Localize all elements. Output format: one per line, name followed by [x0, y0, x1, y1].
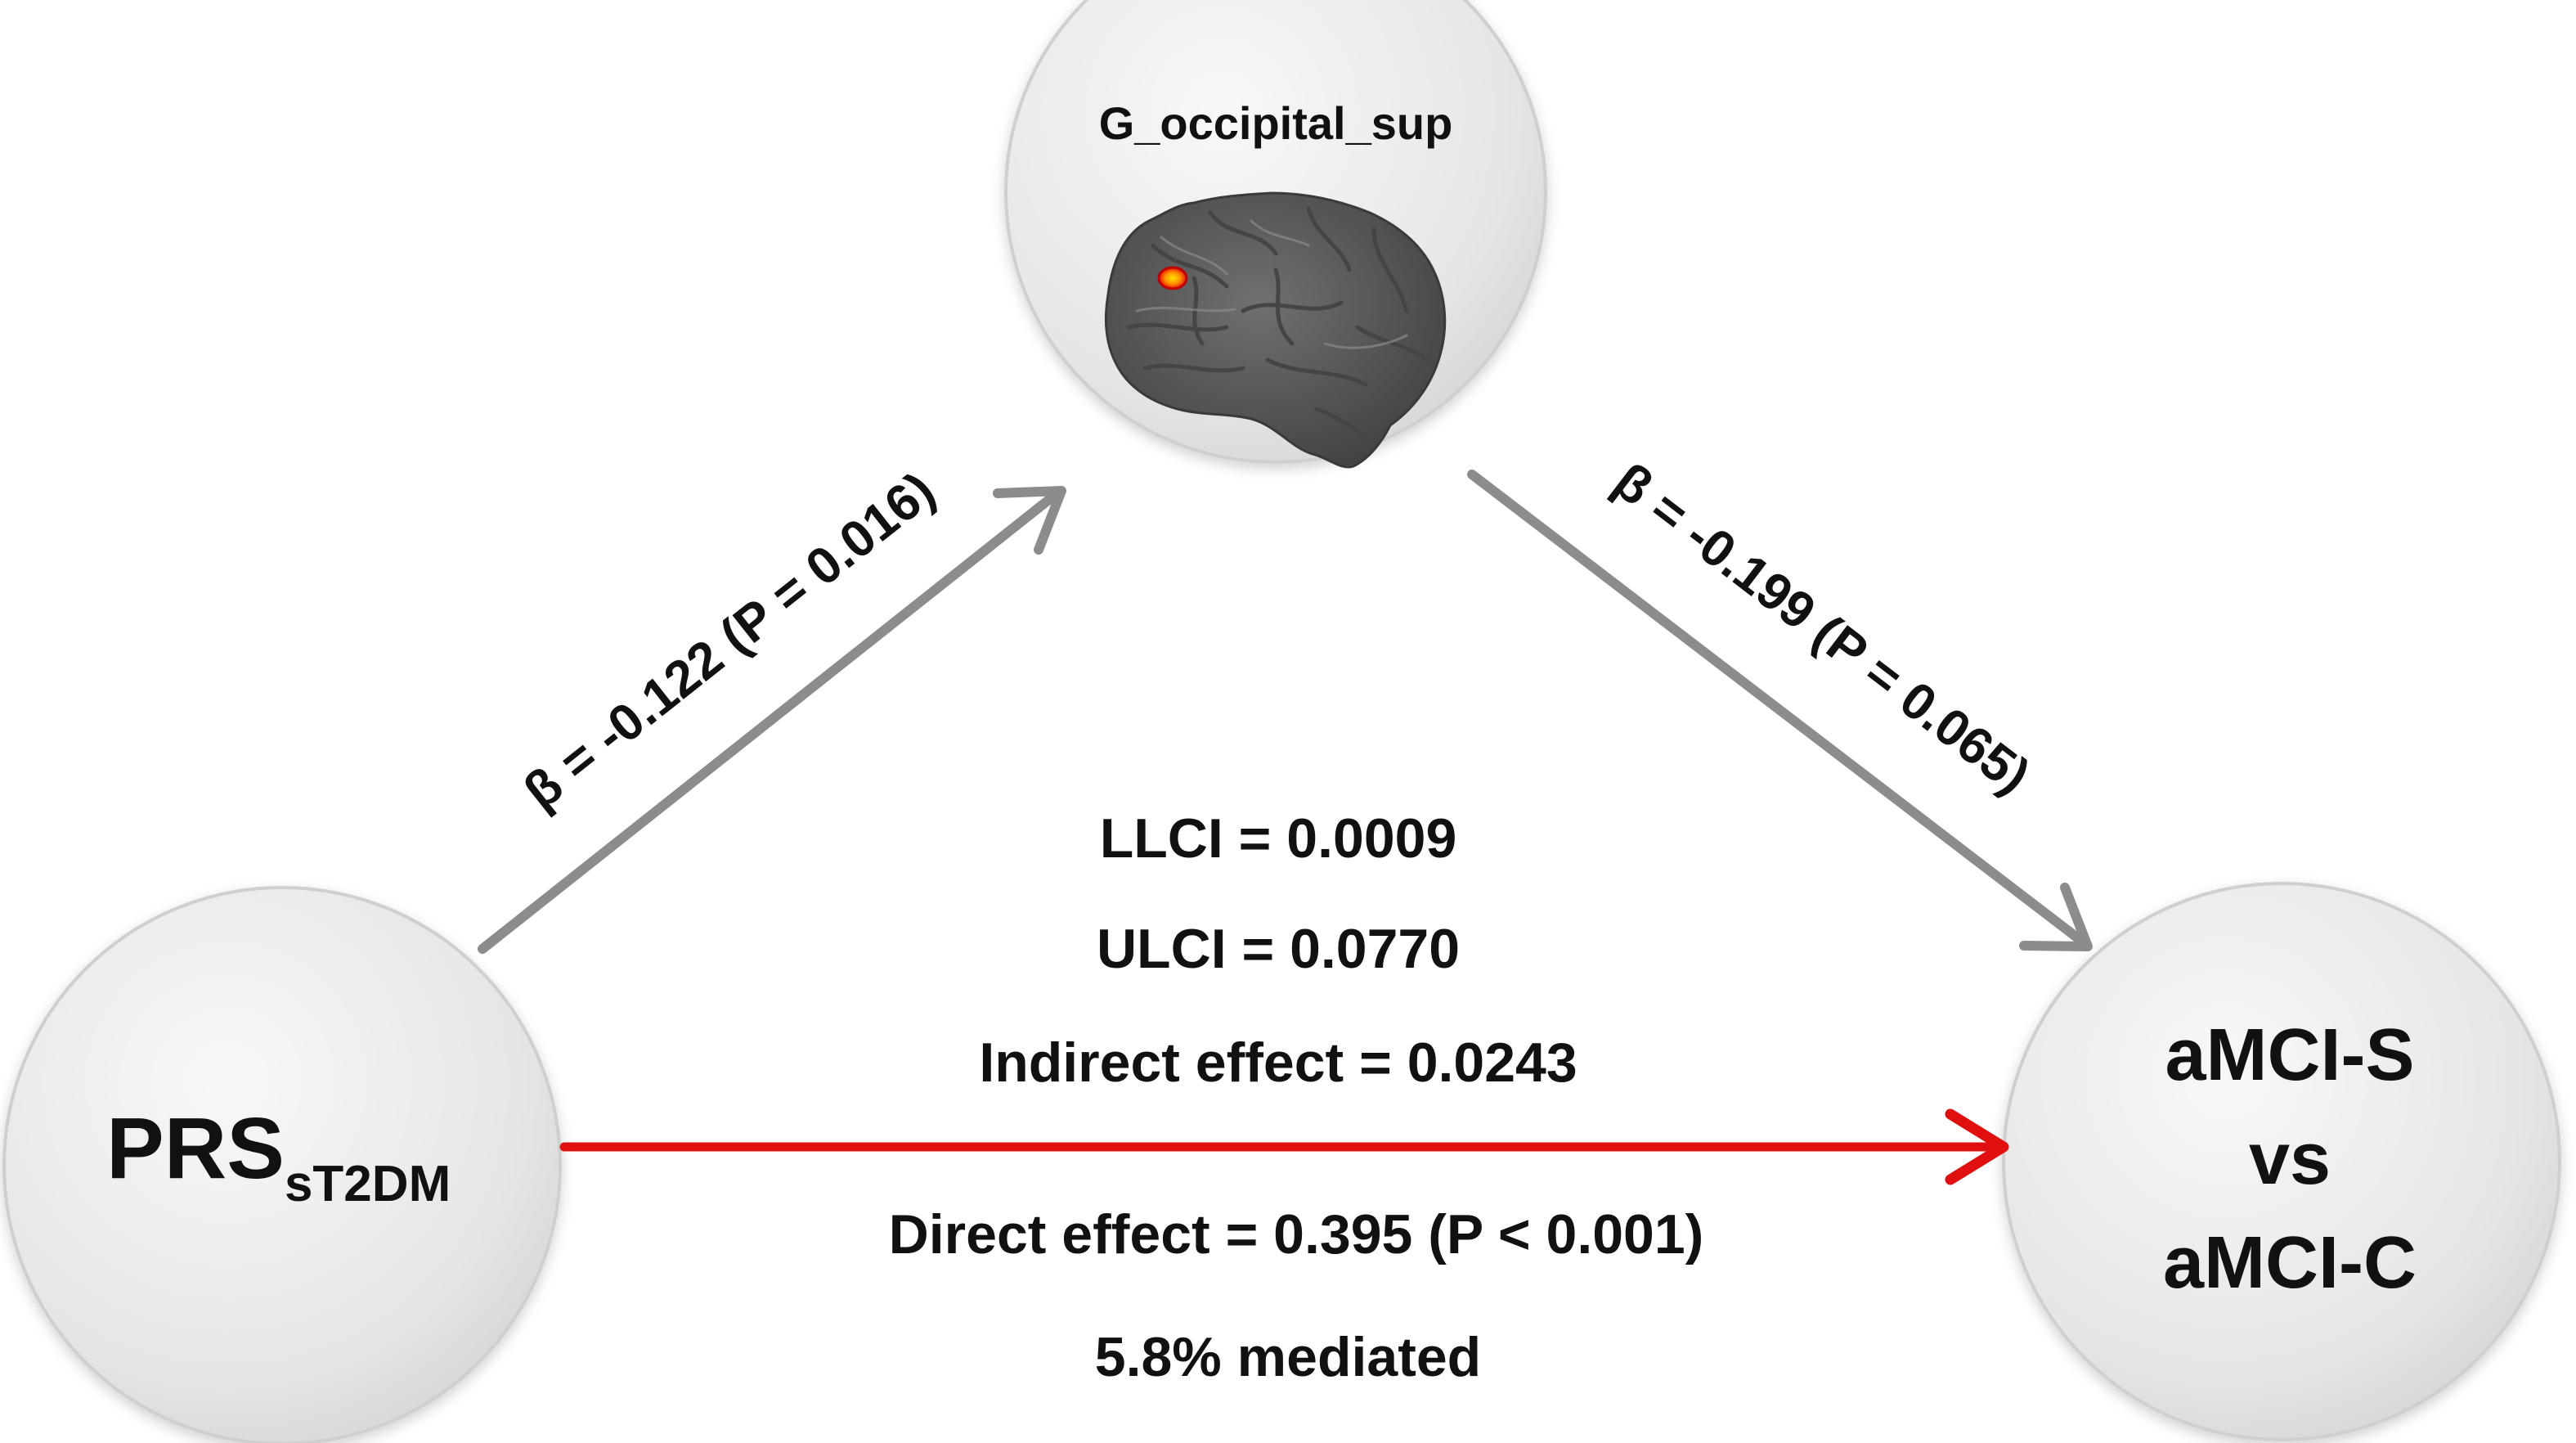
direct-effect-arrow — [559, 1108, 2009, 1185]
predictor-label-main: PRS — [106, 1100, 285, 1197]
predictor-node — [2, 886, 562, 1443]
mediated-label: 5.8% mediated — [1095, 1326, 1481, 1388]
brain-icon — [1104, 191, 1447, 469]
predictor-label-sub: sT2DM — [285, 1156, 451, 1212]
mediator-label: G_occipital_sup — [1099, 97, 1453, 149]
path-a-label: β = -0.122 (P = 0.016) — [514, 461, 945, 820]
path-a-arrow — [478, 486, 1066, 954]
llci-label: LLCI = 0.0009 — [1100, 807, 1457, 870]
predictor-label: PRSsT2DM — [106, 1100, 451, 1212]
direct-effect-label: Direct effect = 0.395 (P < 0.001) — [889, 1203, 1704, 1265]
outcome-label-line1: aMCI-S — [2165, 1014, 2414, 1096]
outcome-node — [2002, 882, 2561, 1441]
brain-highlight-icon — [1157, 266, 1188, 290]
indirect-effect-label: Indirect effect = 0.0243 — [979, 1032, 1577, 1094]
path-b-arrow — [1467, 470, 2093, 951]
ulci-label: ULCI = 0.0770 — [1097, 918, 1460, 980]
outcome-label-line3: aMCI-C — [2163, 1222, 2417, 1304]
outcome-label-line2: vs — [2249, 1118, 2331, 1200]
